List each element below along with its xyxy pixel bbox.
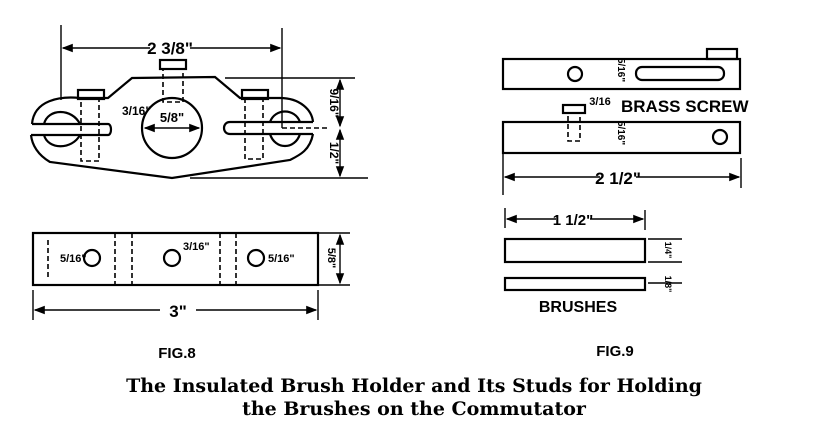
top-bar-width-dim: 5/16" [615, 58, 626, 82]
brush-width-dim: 1/4" [663, 242, 673, 259]
screw-offset-dim: 3/16" [122, 104, 151, 118]
top-screw-head [158, 58, 188, 71]
upper-height-dim: 9/16" [327, 88, 341, 117]
stud-length-dim: 3" [169, 302, 187, 321]
center-hole [140, 96, 204, 160]
brush-length-dim: 1 1/2" [553, 212, 593, 229]
screw-size-dim: 3/16 [589, 96, 610, 108]
title-line-1: The Insulated Brush Holder and Its Studs… [126, 375, 702, 397]
fig8-caption: FIG.8 [158, 345, 196, 362]
brush-2 [503, 276, 647, 292]
lower-height-dim: 1/2" [327, 142, 341, 164]
brush-thickness-dim: 1/8" [663, 276, 673, 293]
bar-length-dim: 2 1/2" [595, 169, 641, 188]
fig9-bars-and-brushes: 5/16" 3/16 BRASS SCREW 5/16" 2 1/2" 1 1/… [501, 47, 749, 360]
bottom-bar-width-dim: 5/16" [615, 121, 626, 145]
stud-left-dim: 5/16" [60, 253, 87, 265]
brass-screw-label: BRASS SCREW [621, 97, 749, 116]
fig8-span-dim: 2 3/8" [147, 39, 193, 58]
fig8-brush-holder: 2 3/8" 5/8" 3/16" 9/16" 1/2" [29, 25, 368, 180]
fig8-studs: 5/16" 3/16" 5/16" 5/8" 3" FIG.8 [31, 231, 350, 362]
brush-1 [503, 237, 647, 264]
stud-thickness-dim: 5/8" [325, 248, 337, 269]
center-hole-dim: 5/8" [160, 110, 184, 125]
stud-right-dim: 5/16" [268, 253, 295, 265]
fig9-caption: FIG.9 [596, 343, 634, 360]
stud-center-dim: 3/16" [183, 241, 210, 253]
title-line-2: the Brushes on the Commutator [242, 398, 587, 420]
brushes-label: BRUSHES [539, 299, 618, 316]
